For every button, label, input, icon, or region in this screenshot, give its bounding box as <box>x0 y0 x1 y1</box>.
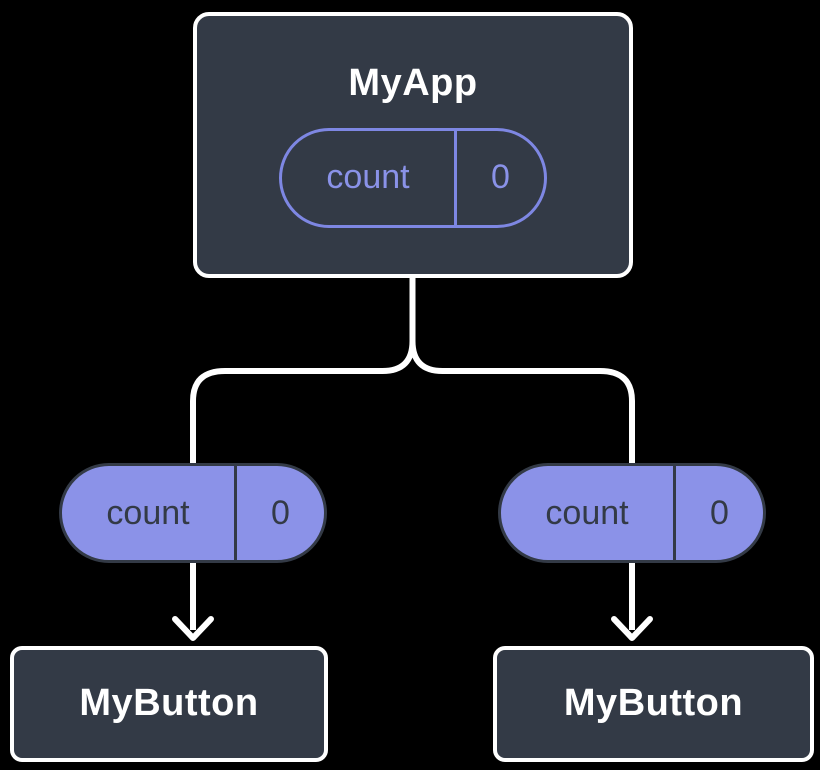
node-mybutton-left: MyButton <box>10 646 328 762</box>
state-pill-right: count 0 <box>498 463 766 563</box>
node-mybutton-left-title: MyButton <box>79 682 259 725</box>
state-name-label: count <box>501 466 676 560</box>
node-mybutton-right: MyButton <box>493 646 814 762</box>
connector-branch-right <box>409 277 635 463</box>
state-name-label: count <box>282 130 457 225</box>
state-name-label: count <box>62 466 237 560</box>
state-value: 0 <box>710 493 729 532</box>
state-value: 0 <box>271 493 290 532</box>
connector-branch-left <box>190 277 416 463</box>
node-myapp-title: MyApp <box>348 62 478 105</box>
node-mybutton-right-title: MyButton <box>563 682 744 725</box>
state-value: 0 <box>491 158 510 197</box>
state-pill-root: count 0 <box>279 127 547 228</box>
arrow-left-head <box>172 616 214 641</box>
arrow-right-head <box>611 616 653 641</box>
state-pill-left: count 0 <box>59 463 327 563</box>
node-myapp: MyApp count 0 <box>193 12 633 278</box>
